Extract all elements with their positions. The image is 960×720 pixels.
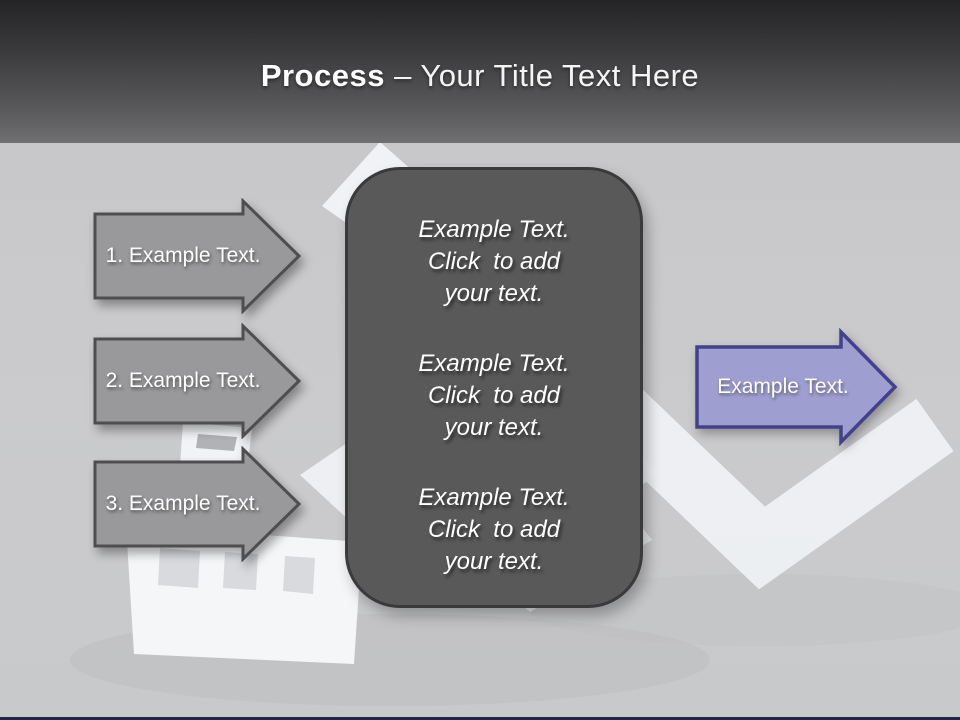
text-line: Example Text. <box>418 484 570 511</box>
process-arrow-3-label: 3. Example Text. <box>105 492 261 515</box>
page-title[interactable]: Process – Your Title Text Here <box>261 58 699 94</box>
text-block-1[interactable]: Example Text. Click to add your text. <box>348 214 640 310</box>
text-block-2[interactable]: Example Text. Click to add your text. <box>348 348 640 444</box>
title-keyword: Process <box>260 57 385 93</box>
process-arrow-2[interactable]: 2. Example Text. <box>93 323 303 439</box>
text-line: Click to add <box>427 382 561 409</box>
text-line: your text. <box>444 548 544 575</box>
arrow-right-shape <box>695 328 898 446</box>
text-block-3[interactable]: Example Text. Click to add your text. <box>348 482 640 578</box>
process-arrow-1-label: 1. Example Text. <box>105 244 261 267</box>
process-arrow-3[interactable]: 3. Example Text. <box>93 446 303 562</box>
text-line: your text. <box>444 414 544 441</box>
text-line: Click to add <box>427 248 561 275</box>
text-line: your text. <box>444 280 544 307</box>
text-line: Click to add <box>427 516 561 543</box>
arrow-right-shape <box>93 198 302 314</box>
arrow-right-shape <box>93 446 302 562</box>
footer-accent-bar <box>0 717 960 720</box>
text-line: Example Text. <box>418 216 570 243</box>
arrow-right-shape <box>93 323 302 439</box>
result-arrow-label: Example Text. <box>717 375 849 398</box>
process-arrow-1[interactable]: 1. Example Text. <box>93 198 303 314</box>
center-text-panel[interactable]: Example Text. Click to add your text. Ex… <box>345 167 643 608</box>
process-arrow-2-label: 2. Example Text. <box>105 369 261 392</box>
text-line: Example Text. <box>418 350 570 377</box>
result-arrow[interactable]: Example Text. <box>695 328 899 446</box>
slide-header: Process – Your Title Text Here <box>0 0 960 143</box>
title-rest: – Your Title Text Here <box>384 57 700 93</box>
